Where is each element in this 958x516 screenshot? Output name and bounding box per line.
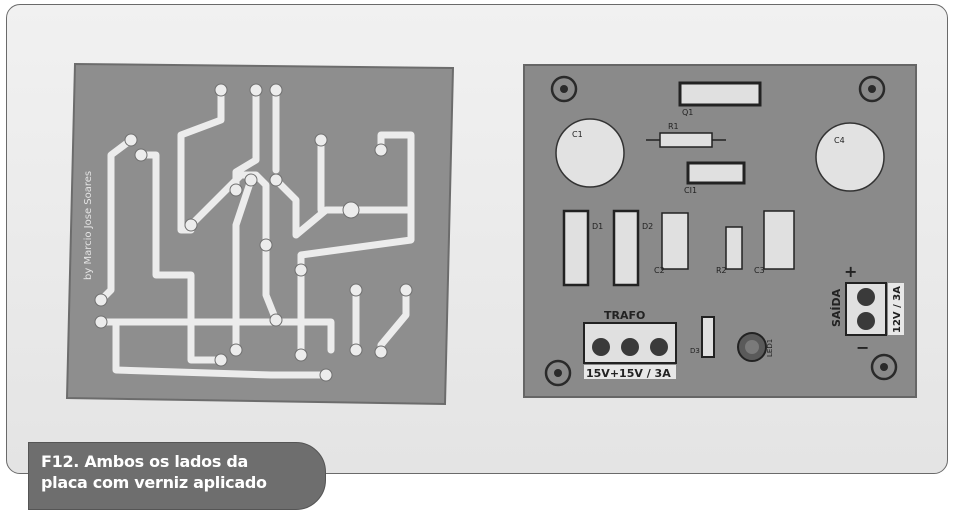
pad (314, 133, 328, 147)
copper-side-svg: by Marcio Jose Soares (65, 62, 455, 406)
pad (294, 263, 308, 277)
pad (214, 353, 228, 367)
mounting-holes (544, 75, 898, 387)
hole-center (868, 85, 876, 93)
trace (187, 171, 270, 249)
component-side-svg: Q1 R1 C1 C4 CI1 D1 D2 C2 (523, 64, 917, 398)
pad (244, 173, 258, 187)
c4-footprint (815, 122, 885, 192)
pad (249, 83, 263, 97)
mounting-hole (858, 75, 886, 103)
mounting-hole (550, 75, 578, 103)
trace (97, 136, 135, 304)
pad (124, 133, 138, 147)
saida-plus-sign: + (844, 262, 857, 281)
c3-footprint (763, 210, 795, 270)
r1-label: R1 (668, 122, 679, 131)
saida-minus-sign: − (856, 338, 869, 357)
saida-label: SAÍDA (830, 288, 843, 327)
pad (94, 315, 108, 329)
ci1-label: CI1 (684, 186, 697, 195)
pad (184, 218, 198, 232)
pad (342, 201, 360, 219)
pad (319, 368, 333, 382)
pad (294, 348, 308, 362)
c2-label: C2 (654, 266, 665, 275)
trace (297, 206, 415, 359)
trafo-rating-strip (584, 365, 676, 379)
r2-label: R2 (716, 266, 727, 275)
q1-footprint (678, 81, 762, 107)
trace (377, 131, 415, 214)
r1-footprint (659, 132, 713, 148)
c3-label: C3 (754, 266, 765, 275)
pad (214, 83, 228, 97)
c1-footprint (555, 118, 625, 188)
author-credit: by Marcio Jose Soares (83, 171, 94, 280)
q1-label: Q1 (682, 108, 693, 117)
d2-label: D2 (642, 222, 653, 231)
trace (262, 241, 280, 324)
d3-label: D3 (690, 347, 700, 355)
saida-screws (857, 288, 875, 330)
d2-footprint (612, 209, 640, 287)
caption-line-2: placa com verniz aplicado (41, 473, 267, 492)
led1-lens (745, 340, 759, 354)
trafo-screws (592, 338, 668, 356)
d1-label: D1 (592, 222, 603, 231)
trace (177, 86, 225, 234)
pad (349, 283, 363, 297)
led1-label: LED1 (766, 339, 774, 357)
pad (259, 238, 273, 252)
component-side-board: Q1 R1 C1 C4 CI1 D1 D2 C2 (520, 61, 920, 401)
pad (269, 313, 283, 327)
trace (137, 151, 225, 364)
d1-footprint (562, 209, 590, 287)
pad (229, 183, 243, 197)
hole-center (554, 369, 562, 377)
trace (97, 318, 330, 379)
terminal-screw (650, 338, 668, 356)
terminal-screw (592, 338, 610, 356)
trafo-rating: 15V+15V / 3A (586, 367, 671, 380)
solder-pads (94, 83, 413, 382)
figure-caption: F12. Ambos os lados da placa com verniz … (28, 442, 326, 510)
photo-frame: by Marcio Jose Soares Q1 (6, 4, 948, 474)
saida-rating: 12V / 3A (892, 286, 903, 333)
hole-center (560, 85, 568, 93)
c2-footprint (661, 212, 689, 270)
pad (94, 293, 108, 307)
hole-center (880, 363, 888, 371)
pad (134, 148, 148, 162)
r2-footprint (725, 226, 743, 270)
copper-side-board: by Marcio Jose Soares (61, 60, 457, 410)
trace (112, 318, 335, 354)
c1-label: C1 (572, 130, 583, 139)
board-substrate (65, 62, 455, 406)
terminal-screw (857, 312, 875, 330)
ci1-footprint (686, 161, 746, 185)
trafo-label: TRAFO (604, 309, 645, 322)
mounting-hole (544, 359, 572, 387)
pad (269, 83, 283, 97)
pad (349, 343, 363, 357)
saida-rating-strip (888, 283, 904, 335)
pad (374, 345, 388, 359)
d3-footprint (701, 316, 715, 358)
mounting-hole-centers (554, 85, 888, 377)
pad (374, 143, 388, 157)
c4-label: C4 (834, 136, 845, 145)
mounting-hole (870, 353, 898, 381)
caption-line-1: F12. Ambos os lados da (41, 452, 248, 471)
pad (269, 173, 283, 187)
trace (232, 176, 255, 354)
pad (229, 343, 243, 357)
pad (399, 283, 413, 297)
terminal-screw (857, 288, 875, 306)
terminal-screw (621, 338, 639, 356)
